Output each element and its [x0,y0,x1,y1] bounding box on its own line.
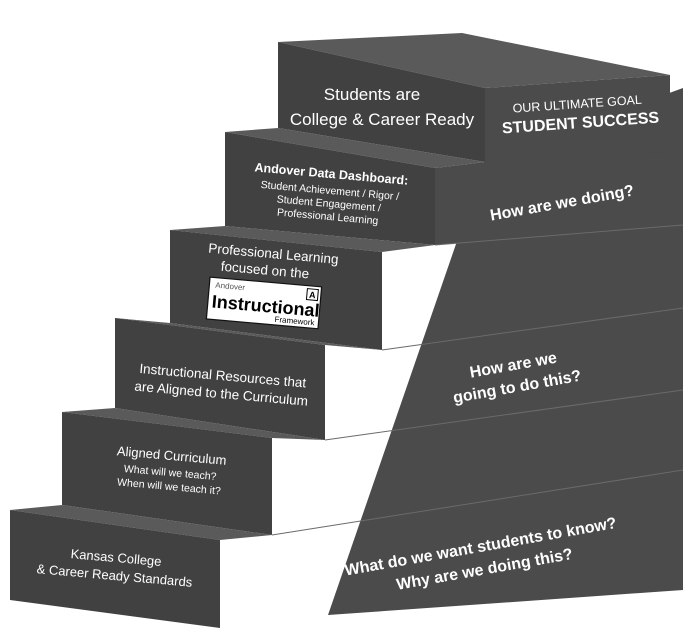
logo-top-text: Andover [215,281,246,293]
step-5-top [225,128,485,168]
step-6-line-2: College & Career Ready [290,110,475,129]
step-2 [62,408,325,535]
step-3-front [115,318,325,440]
step-3 [115,318,382,440]
step-2-top [62,408,325,440]
step-6-line-1: Students are [324,85,420,104]
logo-bottom-text: Framework [274,315,316,328]
step-1-top [10,505,272,540]
step-6 [278,33,670,162]
step-1 [10,505,272,628]
instructional-framework-logo: Andover Instructional Framework A [205,276,323,330]
step-6-side [485,75,670,162]
step-6-front [278,42,485,162]
step-6-top [278,33,670,88]
step-4-top [170,226,435,252]
logo-mark: A [309,290,317,301]
step-5-side [435,152,683,245]
step-6-label: Students are College & Career Ready [290,85,475,129]
step-1-front [10,510,220,628]
step-5-front [225,132,435,245]
step-2-front [62,412,272,535]
step-3-top [115,318,382,350]
step-2-label: Aligned Curriculum What will we teach? W… [116,443,227,497]
step-5 [225,128,683,245]
